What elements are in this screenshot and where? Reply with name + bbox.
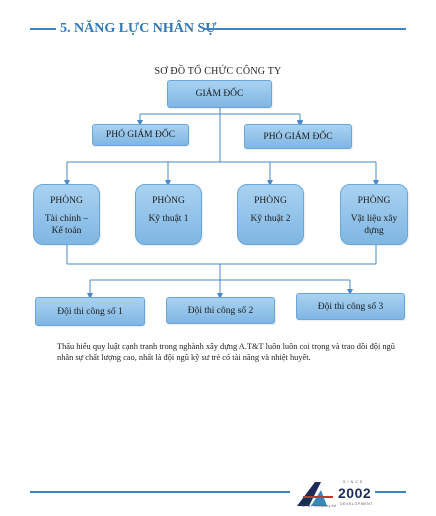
dept-materials-line3: dựng: [364, 226, 384, 236]
section-title: 5. NĂNG LỰC NHÂN SỰ: [60, 21, 217, 36]
org-node-director: GIÁM ĐỐC: [167, 80, 272, 108]
org-node-dept-tech1: PHÒNG Kỹ thuật 1: [135, 184, 202, 245]
org-node-team-2: Đội thi công số 2: [166, 297, 275, 324]
footer-rule-right: [375, 491, 406, 493]
team-1-label: Đội thi công số 1: [57, 306, 123, 317]
org-node-team-3: Đội thi công số 3: [296, 293, 405, 320]
org-node-team-1: Đội thi công số 1: [35, 297, 145, 326]
header-rule-right: [204, 28, 406, 30]
org-node-deputy-right-label: PHÓ GIÁM ĐỐC: [263, 131, 333, 142]
logo-development-text: DEVELOPMENT: [340, 502, 374, 506]
header-rule-left: [30, 28, 56, 30]
logo-company-text: A.T&T Company ltd: [302, 504, 336, 508]
org-node-deputy-right: PHÓ GIÁM ĐỐC: [244, 124, 352, 149]
dept-tech1-line2: Kỹ thuật 1: [148, 214, 189, 224]
org-chart-title: SƠ ĐỒ TỔ CHỨC CÔNG TY: [154, 66, 282, 77]
org-node-deputy-left: PHÓ GIÁM ĐỐC: [92, 124, 189, 146]
team-3-label: Đội thi công số 3: [317, 301, 384, 312]
logo-since-text: S I N C E: [343, 480, 363, 484]
org-node-dept-tech2: PHÒNG Kỹ thuật 2: [237, 184, 304, 245]
org-node-director-label: GIÁM ĐỐC: [195, 89, 244, 99]
dept-finance-line3: Kế toán: [51, 226, 82, 236]
dept-finance-line2: Tài chính –: [44, 214, 89, 224]
org-node-dept-materials: PHÒNG Vật liệu xây dựng: [340, 184, 408, 245]
org-chart-connectors: [64, 108, 379, 299]
description-paragraph: Thấu hiểu quy luật cạnh tranh trong nghà…: [57, 342, 395, 362]
logo-year: 2002: [338, 485, 372, 501]
dept-materials-line1: PHÒNG: [357, 196, 391, 206]
org-node-deputy-left-label: PHÓ GIÁM ĐỐC: [105, 130, 176, 140]
team-2-label: Đội thi công số 2: [187, 305, 254, 316]
org-node-dept-finance: PHÒNG Tài chính – Kế toán: [33, 184, 100, 245]
dept-finance-line1: PHÒNG: [50, 196, 83, 206]
dept-tech2-line1: PHÒNG: [254, 196, 287, 206]
footer-rule-left: [30, 491, 290, 493]
dept-materials-line2: Vật liệu xây: [350, 214, 398, 224]
dept-tech2-line2: Kỹ thuật 2: [250, 214, 291, 224]
dept-tech1-line1: PHÒNG: [152, 196, 185, 206]
company-logo-icon: [297, 482, 333, 506]
